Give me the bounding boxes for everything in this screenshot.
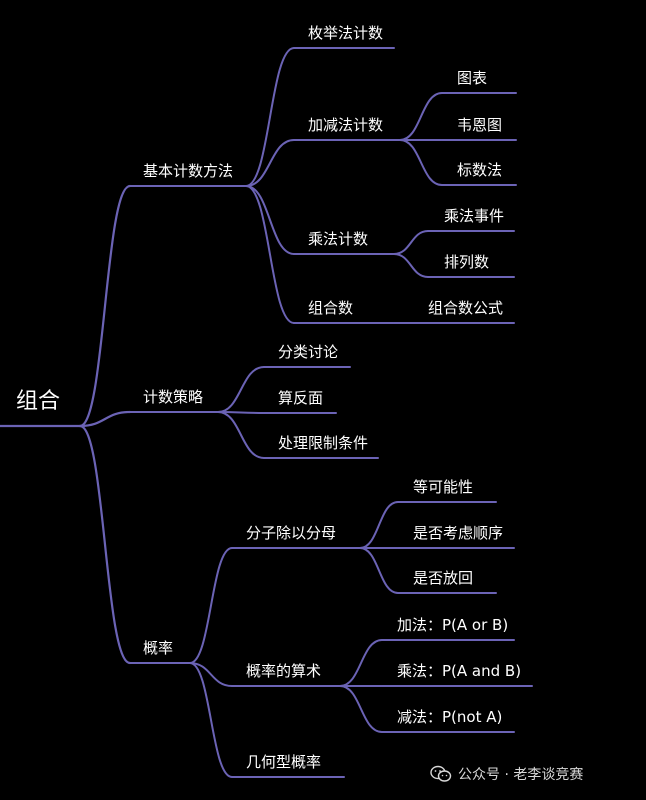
leaf-0-2-0-label: 乘法事件 <box>444 207 505 225</box>
connector-branch-1-to-child-2 <box>217 411 265 459</box>
connector-root-to-branch-0 <box>78 184 132 428</box>
child-2-1-label: 概率的算术 <box>246 662 322 680</box>
connector-child-2-0-to-leaf-2 <box>359 547 399 594</box>
connector-child-2-1-to-leaf-0 <box>339 639 383 687</box>
child-0-2-label: 乘法计数 <box>308 230 369 248</box>
leaf-0-3-0-label: 组合数公式 <box>428 299 504 317</box>
child-2-0-label: 分子除以分母 <box>246 524 337 542</box>
branch-1-label: 计数策略 <box>143 388 204 406</box>
watermark: 公众号 · 老李谈竞赛 <box>430 763 583 785</box>
connector-branch-0-to-child-0 <box>245 47 295 187</box>
root-node-label: 组合 <box>16 389 61 414</box>
leaf-0-2-1-label: 排列数 <box>444 253 490 271</box>
branch-2-label: 概率 <box>143 639 174 657</box>
leaf-2-1-0-label: 加法：P(A or B) <box>397 616 509 634</box>
wechat-icon <box>430 765 452 782</box>
leaf-2-0-2-label: 是否放回 <box>413 569 474 587</box>
leaf-2-0-1-label: 是否考虑顺序 <box>413 524 504 542</box>
leaf-0-1-1-label: 韦恩图 <box>457 116 503 134</box>
leaf-0-1-2-label: 标数法 <box>457 161 503 179</box>
connector-child-0-1-to-leaf-2 <box>399 139 443 186</box>
branch-0-label: 基本计数方法 <box>143 162 234 180</box>
leaf-0-1-0-label: 图表 <box>457 69 488 87</box>
connector-branch-2-to-child-0 <box>189 547 233 664</box>
child-1-2-label: 处理限制条件 <box>278 434 369 452</box>
child-0-3-label: 组合数 <box>308 299 354 317</box>
child-1-0-label: 分类讨论 <box>278 343 339 361</box>
child-1-1-label: 算反面 <box>278 389 324 407</box>
connector-branch-0-to-child-2 <box>245 185 295 255</box>
connector-branch-0-to-child-1 <box>245 139 295 187</box>
connector-child-0-1-to-leaf-0 <box>399 92 443 141</box>
connector-root-to-branch-1 <box>78 410 132 428</box>
connector-root-to-branch-2 <box>78 424 132 665</box>
leaf-2-1-2-label: 减法：P(not A) <box>397 708 503 726</box>
child-2-2-label: 几何型概率 <box>246 753 322 771</box>
connector-child-0-2-to-leaf-1 <box>393 253 429 278</box>
connector-branch-0-to-child-3 <box>245 185 295 324</box>
child-0-1-label: 加减法计数 <box>308 116 384 134</box>
child-0-0-label: 枚举法计数 <box>308 24 384 42</box>
leaf-2-0-0-label: 等可能性 <box>413 478 474 496</box>
connector-branch-1-to-child-0 <box>217 366 265 413</box>
connector-branch-2-to-child-1 <box>189 662 233 687</box>
watermark-text: 公众号 · 老李谈竞赛 <box>458 767 584 783</box>
connector-branch-2-to-child-2 <box>189 662 233 778</box>
connector-child-0-2-to-leaf-0 <box>393 230 429 255</box>
connector-child-2-0-to-leaf-0 <box>359 501 399 549</box>
leaf-2-1-1-label: 乘法：P(A and B) <box>397 662 522 680</box>
connector-child-2-1-to-leaf-2 <box>339 685 383 733</box>
